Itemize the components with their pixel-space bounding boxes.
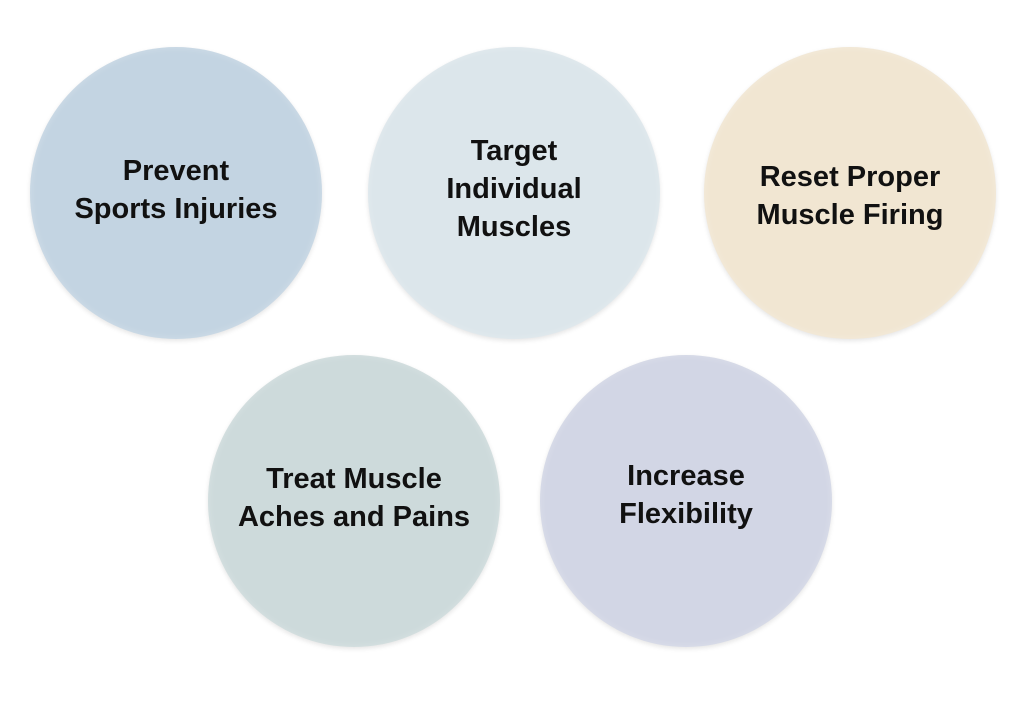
circle-target-individual-muscles: Target Individual Muscles bbox=[368, 47, 660, 339]
circle-label: Reset Proper Muscle Firing bbox=[756, 161, 944, 231]
circle-label: Treat Muscle Aches and Pains bbox=[237, 463, 471, 533]
circle-label: Prevent Sports Injuries bbox=[74, 155, 278, 225]
circle-increase-flexibility: Increase Flexibility bbox=[540, 355, 832, 647]
circle-prevent-sports-injuries: Prevent Sports Injuries bbox=[30, 47, 322, 339]
circle-reset-proper-muscle-firing: Reset Proper Muscle Firing bbox=[704, 47, 996, 339]
circle-treat-muscle-aches: Treat Muscle Aches and Pains bbox=[208, 355, 500, 647]
circle-label: Increase Flexibility bbox=[619, 460, 753, 530]
circle-label: Target Individual Muscles bbox=[446, 135, 582, 243]
